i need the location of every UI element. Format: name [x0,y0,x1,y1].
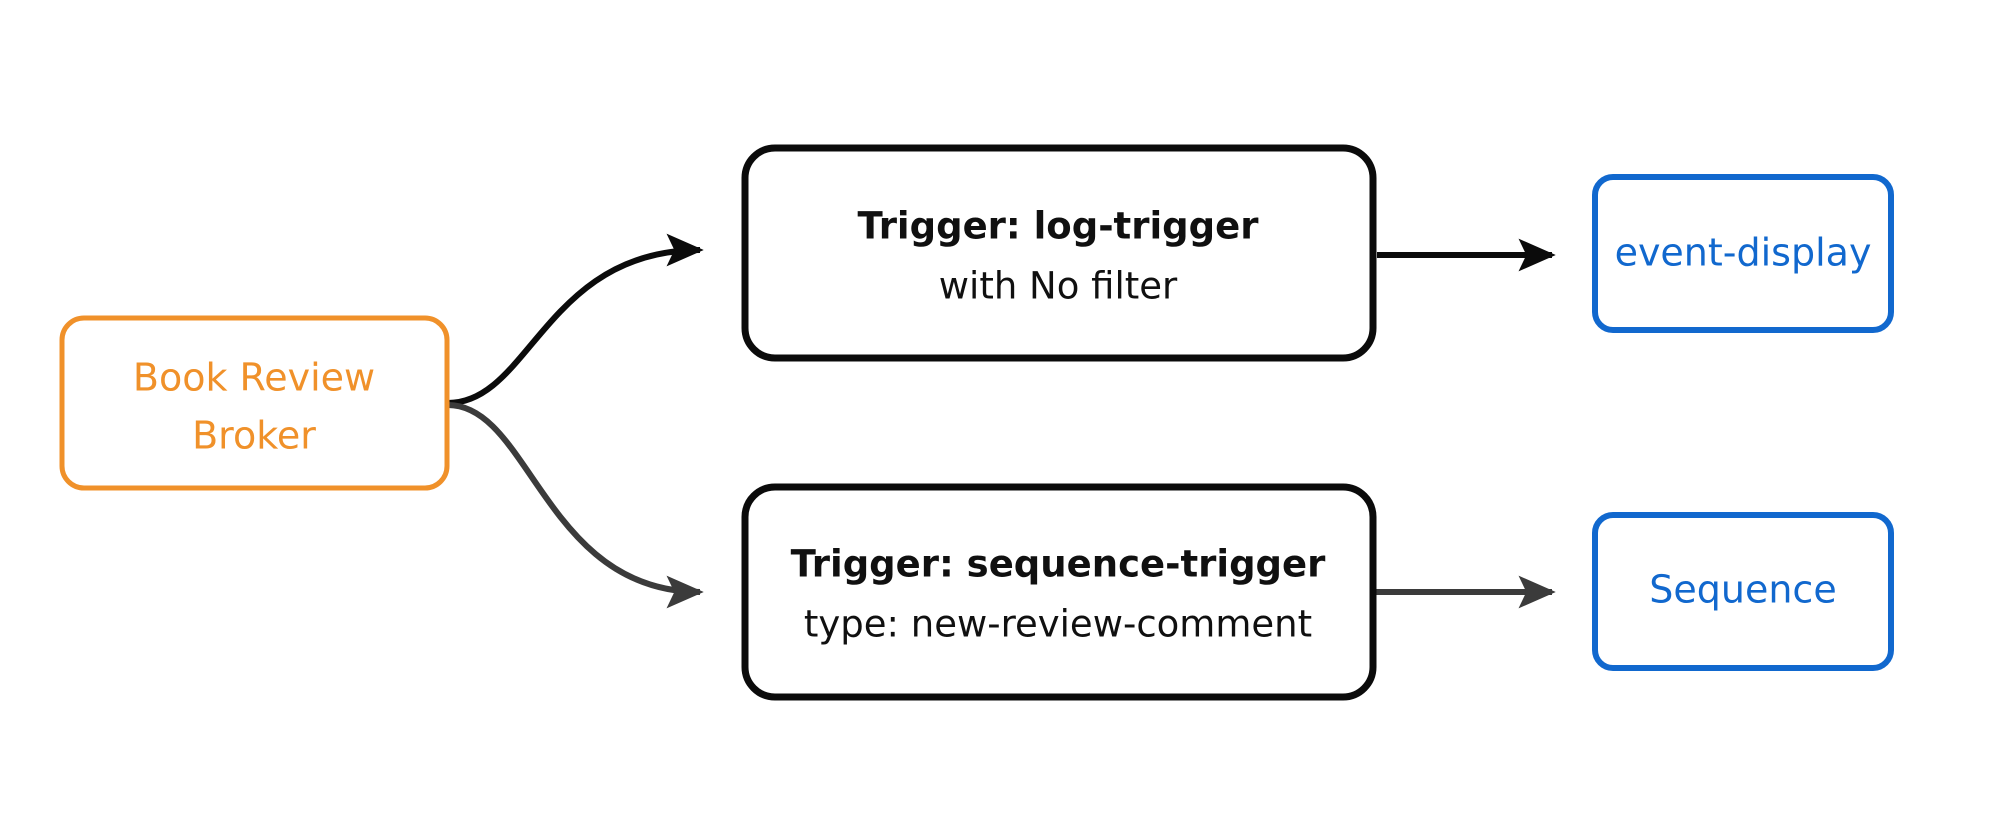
broker-label-line1: Book Review [133,356,375,400]
sequence-trigger-box[interactable] [741,483,1377,701]
broker-label-line2: Broker [192,414,316,458]
sequence-label: Sequence [1649,568,1836,612]
log-trigger-title: Trigger: log-trigger [858,205,1260,248]
log-trigger-subtitle: with No filter [939,265,1178,308]
log-trigger-box[interactable] [741,144,1377,362]
node-event-display[interactable]: event-display [1592,174,1894,333]
edge-broker-to-sequence-trigger [447,402,704,609]
sequence-trigger-subtitle: type: new-review-comment [804,603,1312,646]
node-sequence[interactable]: Sequence [1592,512,1894,671]
node-log-trigger[interactable]: Trigger: log-trigger with No filter [741,144,1377,362]
node-sequence-trigger[interactable]: Trigger: sequence-trigger type: new-revi… [741,483,1377,701]
event-display-label: event-display [1615,231,1872,275]
broker-box[interactable] [59,315,450,491]
sequence-trigger-title: Trigger: sequence-trigger [791,543,1327,586]
edge-layer [447,233,1556,609]
node-broker[interactable]: Book Review Broker [59,315,450,491]
sequence-box[interactable] [1592,512,1894,671]
event-display-box[interactable] [1592,174,1894,333]
edge-broker-to-log-trigger [447,233,704,406]
